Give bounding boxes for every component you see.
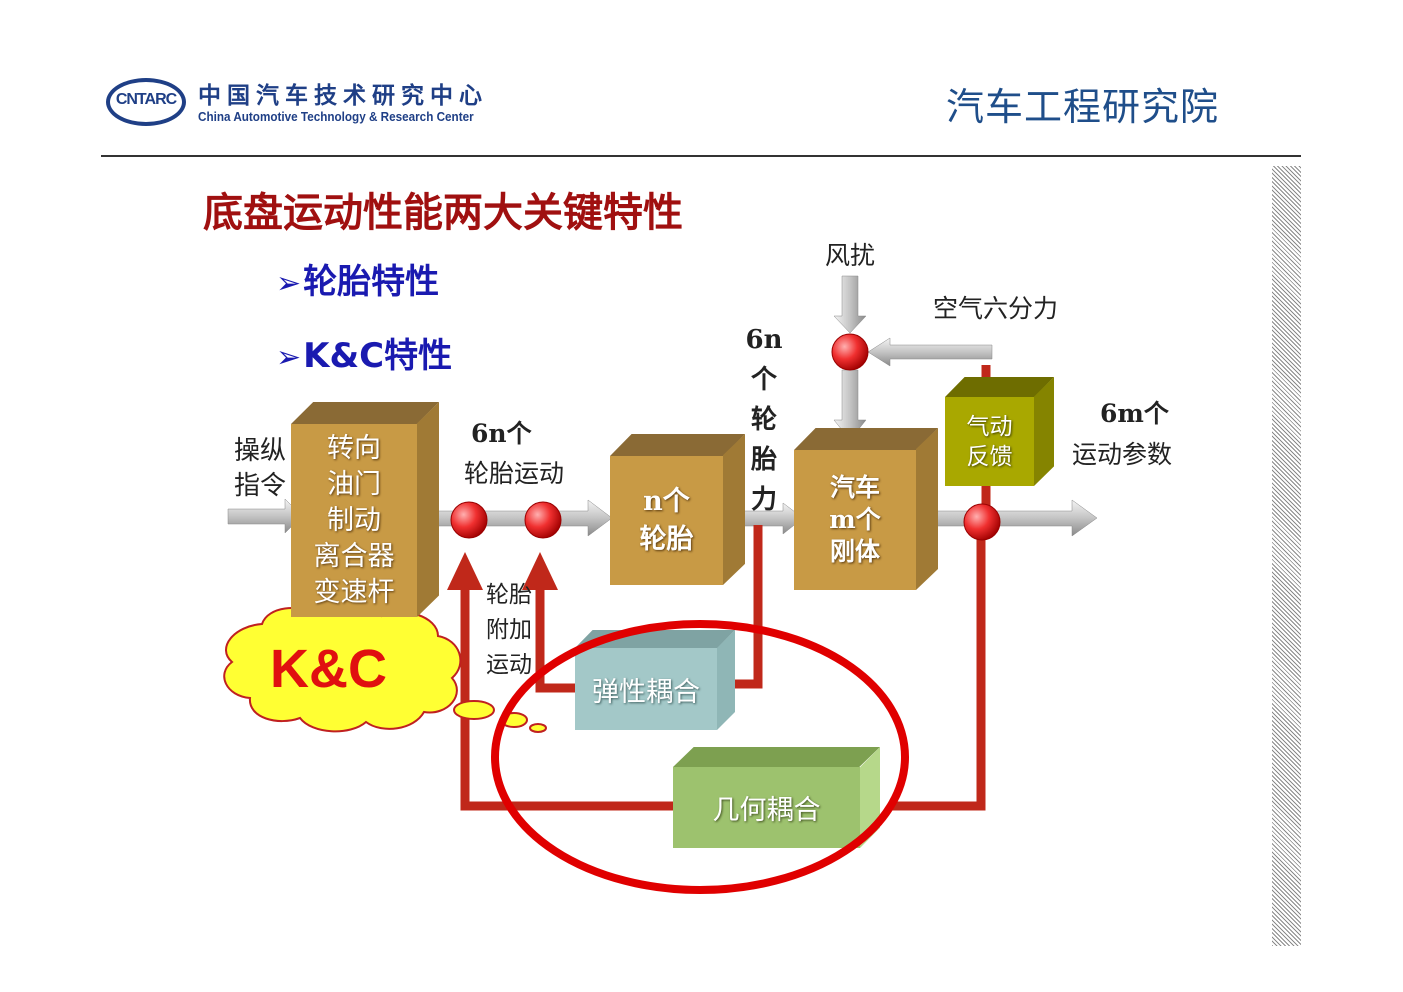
box-text: 气动	[966, 413, 1013, 440]
feedback-right	[892, 522, 986, 811]
logo-ring	[106, 78, 186, 126]
label-tire-motion-count: 6n个	[471, 419, 532, 448]
org-name-en: China Automotive Technology & Research C…	[198, 109, 474, 124]
node-output-branch	[963, 503, 1001, 541]
box-geometric-coupling: 几何耦合	[673, 747, 880, 848]
kc-cloud-label: K&C	[270, 639, 387, 699]
node-elastic-sum	[524, 501, 562, 539]
summing-nodes	[450, 333, 1001, 541]
box-text: n个	[643, 485, 690, 517]
node-geometric-sum	[450, 501, 488, 539]
box-text: m个	[829, 505, 881, 534]
label-control-input: 操纵指令	[234, 436, 287, 501]
arrowhead-geometric	[447, 552, 483, 590]
org-name-cn: 中国汽车技术研究中心	[198, 82, 488, 109]
header-divider	[101, 155, 1301, 157]
box-text: 反馈	[966, 443, 1013, 470]
arrowhead-elastic	[522, 552, 558, 590]
box-text: 汽车	[829, 473, 880, 502]
arrow-wind	[833, 275, 867, 334]
node-aero-sum	[831, 333, 869, 371]
label-tire-extra-motion: 轮胎附加运动	[486, 582, 532, 678]
feedback-elastic-out	[535, 585, 578, 693]
box-text: 几何耦合	[712, 795, 821, 826]
box-vehicle: 汽车 m个 刚体	[794, 428, 938, 590]
box-text: 油门	[327, 468, 381, 500]
label-aero-forces: 空气六分力	[933, 294, 1059, 323]
box-controls: 转向 油门 制动 离合器 变速杆	[291, 402, 439, 617]
box-text: 变速杆	[313, 576, 395, 608]
bullet-kc: ➢K&C特性	[276, 328, 452, 377]
label-wind-disturbance: 风扰	[825, 241, 876, 270]
box-elastic-coupling: 弹性耦合	[575, 630, 735, 730]
arrow-output	[926, 499, 1098, 537]
label-motion-params: 运动参数	[1072, 440, 1173, 469]
arrow-aero-in	[867, 337, 993, 367]
label-tire-motion: 轮胎运动	[464, 459, 565, 488]
box-text: 弹性耦合	[592, 676, 700, 708]
arrow-bullet-icon: ➢	[276, 266, 302, 301]
bullet-text: K&C特性	[303, 336, 453, 376]
box-text: 刚体	[829, 537, 880, 566]
slide-title: 底盘运动性能两大关键特性	[203, 190, 683, 236]
institute-name: 汽车工程研究院	[946, 85, 1220, 129]
label-output-count: 6m个	[1100, 399, 1169, 428]
flow-arrows	[227, 275, 1098, 537]
side-pattern-bar	[1272, 166, 1301, 946]
label-tire-force: 6n个轮胎力	[745, 325, 783, 515]
bullet-text: 轮胎特性	[303, 262, 440, 302]
box-tires: n个 轮胎	[610, 434, 745, 585]
bullet-tire: ➢轮胎特性	[276, 254, 439, 303]
box-text: 制动	[327, 504, 381, 536]
box-text: 离合器	[313, 540, 395, 572]
box-text: 轮胎	[639, 523, 694, 555]
arrow-bullet-icon: ➢	[276, 340, 302, 375]
logo: CNTARC	[115, 91, 177, 108]
box-aero-feedback: 气动 反馈	[945, 377, 1054, 486]
box-text: 转向	[327, 432, 381, 464]
